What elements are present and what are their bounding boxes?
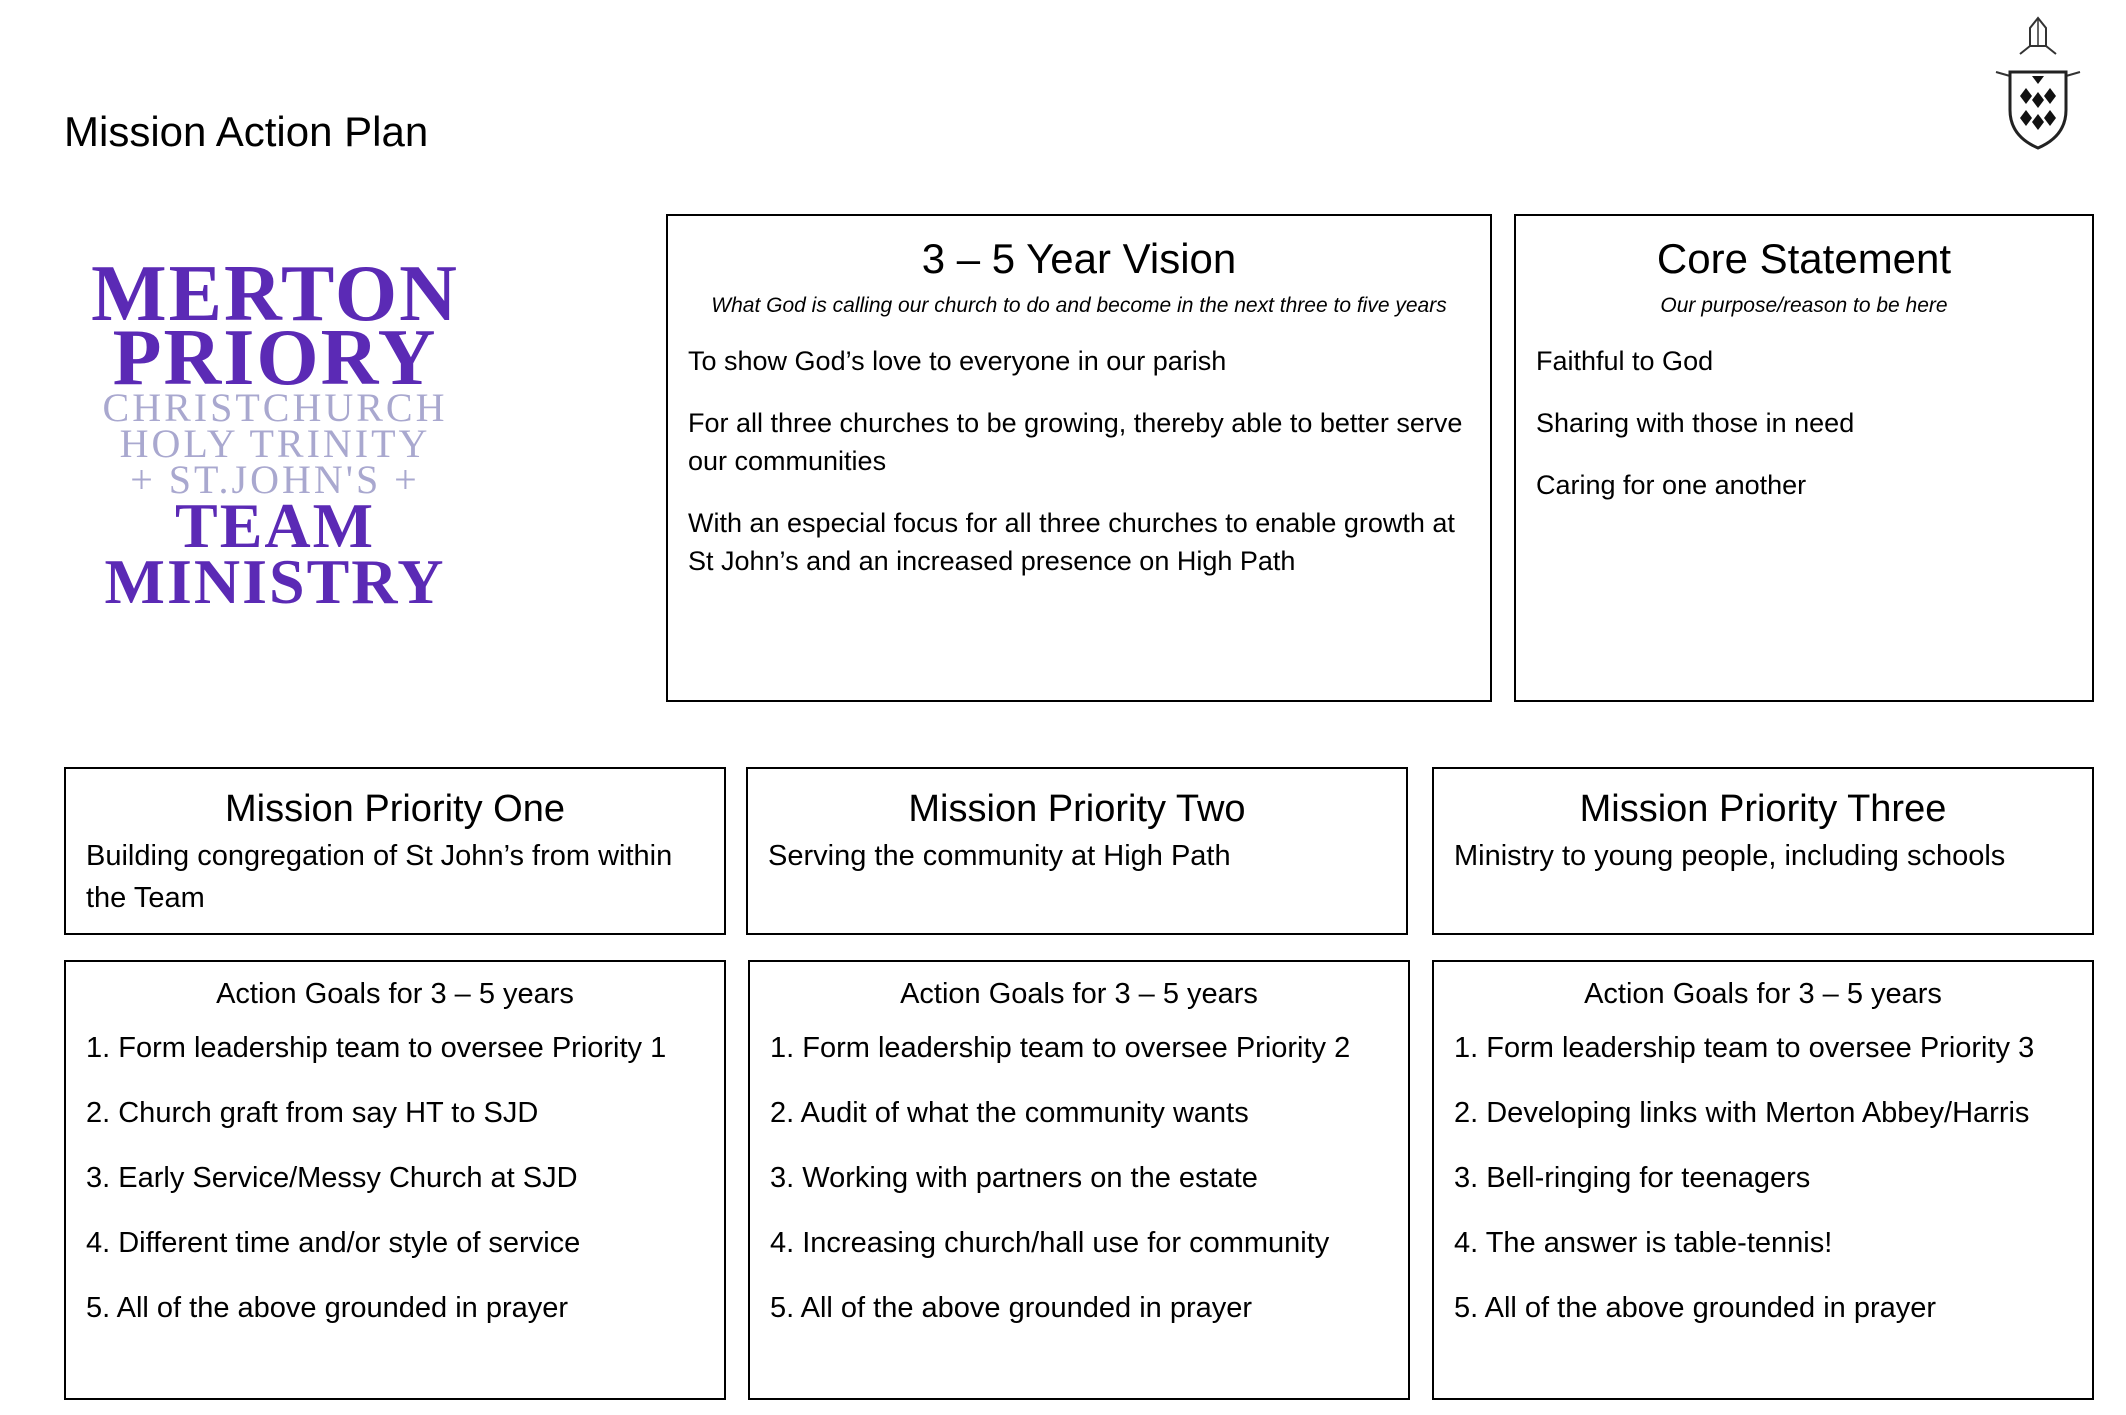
priority-three-box: Mission Priority Three Ministry to young… — [1432, 767, 2094, 935]
core-title: Core Statement — [1656, 235, 1952, 282]
goal-item: 2. Church graft from say HT to SJD — [86, 1097, 539, 1129]
core-statement-box: Core Statement Our purpose/reason to be … — [1514, 214, 2094, 702]
action-goals-title: Action Goals for 3 – 5 years — [216, 978, 574, 1010]
goal-item: 4. Different time and/or style of servic… — [86, 1227, 581, 1259]
goal-item: 1. Form leadership team to oversee Prior… — [1454, 1032, 2035, 1064]
logo-line: MINISTRY — [104, 546, 446, 617]
core-line: Sharing with those in need — [1536, 408, 1855, 438]
logo-line: + ST.JOHN'S + — [130, 457, 420, 502]
goal-item: 3. Early Service/Messy Church at SJD — [86, 1162, 578, 1194]
core-subtitle: Our purpose/reason to be here — [1660, 294, 1948, 317]
goal-item: 5. All of the above grounded in prayer — [770, 1292, 1253, 1324]
priority-one-box: Mission Priority One Building congregati… — [64, 767, 726, 935]
core-line: Caring for one another — [1536, 470, 1807, 500]
priority-title: Mission Priority Three — [1579, 788, 1947, 830]
goal-item: 2. Developing links with Merton Abbey/Ha… — [1454, 1097, 2030, 1129]
goal-item: 4. The answer is table-tennis! — [1454, 1227, 1833, 1259]
logo-line: PRIORY — [112, 314, 438, 402]
priority-two-box: Mission Priority Two Serving the communi… — [746, 767, 1408, 935]
vision-subtitle: What God is calling our church to do and… — [711, 294, 1447, 317]
action-goals-three-box: Action Goals for 3 – 5 years 1. Form lea… — [1432, 960, 2094, 1400]
logo-line: MERTON — [91, 250, 459, 338]
goal-item: 1. Form leadership team to oversee Prior… — [770, 1032, 1351, 1064]
diocese-crest-icon — [1990, 14, 2086, 154]
vision-line: For all three churches to be growing, th… — [688, 408, 1463, 476]
goal-item: 5. All of the above grounded in prayer — [1454, 1292, 1937, 1324]
goal-item: 1. Form leadership team to oversee Prior… — [86, 1032, 667, 1064]
priority-title: Mission Priority Two — [908, 788, 1246, 830]
goal-item: 3. Bell-ringing for teenagers — [1454, 1162, 1811, 1194]
priority-description: Serving the community at High Path — [768, 840, 1231, 872]
logo-line: CHRISTCHURCH — [102, 385, 448, 430]
priority-title: Mission Priority One — [225, 788, 565, 830]
vision-title: 3 – 5 Year Vision — [921, 235, 1237, 282]
vision-box: 3 – 5 Year Vision What God is calling ou… — [666, 214, 1492, 702]
goal-item: 4. Increasing church/hall use for commun… — [770, 1227, 1330, 1259]
page-title: Mission Action Plan — [64, 108, 429, 155]
priority-description: Ministry to young people, including scho… — [1454, 840, 2006, 872]
goal-item: 2. Audit of what the community wants — [770, 1097, 1249, 1129]
logo-line: TEAM — [175, 490, 375, 561]
priority-description: Building congregation of St John’s from … — [86, 840, 673, 914]
action-goals-one-box: Action Goals for 3 – 5 years 1. Form lea… — [64, 960, 726, 1400]
goal-item: 5. All of the above grounded in prayer — [86, 1292, 569, 1324]
action-goals-two-box: Action Goals for 3 – 5 years 1. Form lea… — [748, 960, 1410, 1400]
goal-item: 3. Working with partners on the estate — [770, 1162, 1258, 1194]
core-line: Faithful to God — [1536, 346, 1714, 376]
logo-line: HOLY TRINITY — [119, 421, 431, 466]
vision-line: To show God’s love to everyone in our pa… — [688, 346, 1227, 376]
action-goals-title: Action Goals for 3 – 5 years — [900, 978, 1258, 1010]
merton-priory-logo: MERTON PRIORY CHRISTCHURCH HOLY TRINITY … — [80, 250, 470, 614]
vision-line: With an especial focus for all three chu… — [688, 508, 1455, 576]
action-goals-title: Action Goals for 3 – 5 years — [1584, 978, 1942, 1010]
